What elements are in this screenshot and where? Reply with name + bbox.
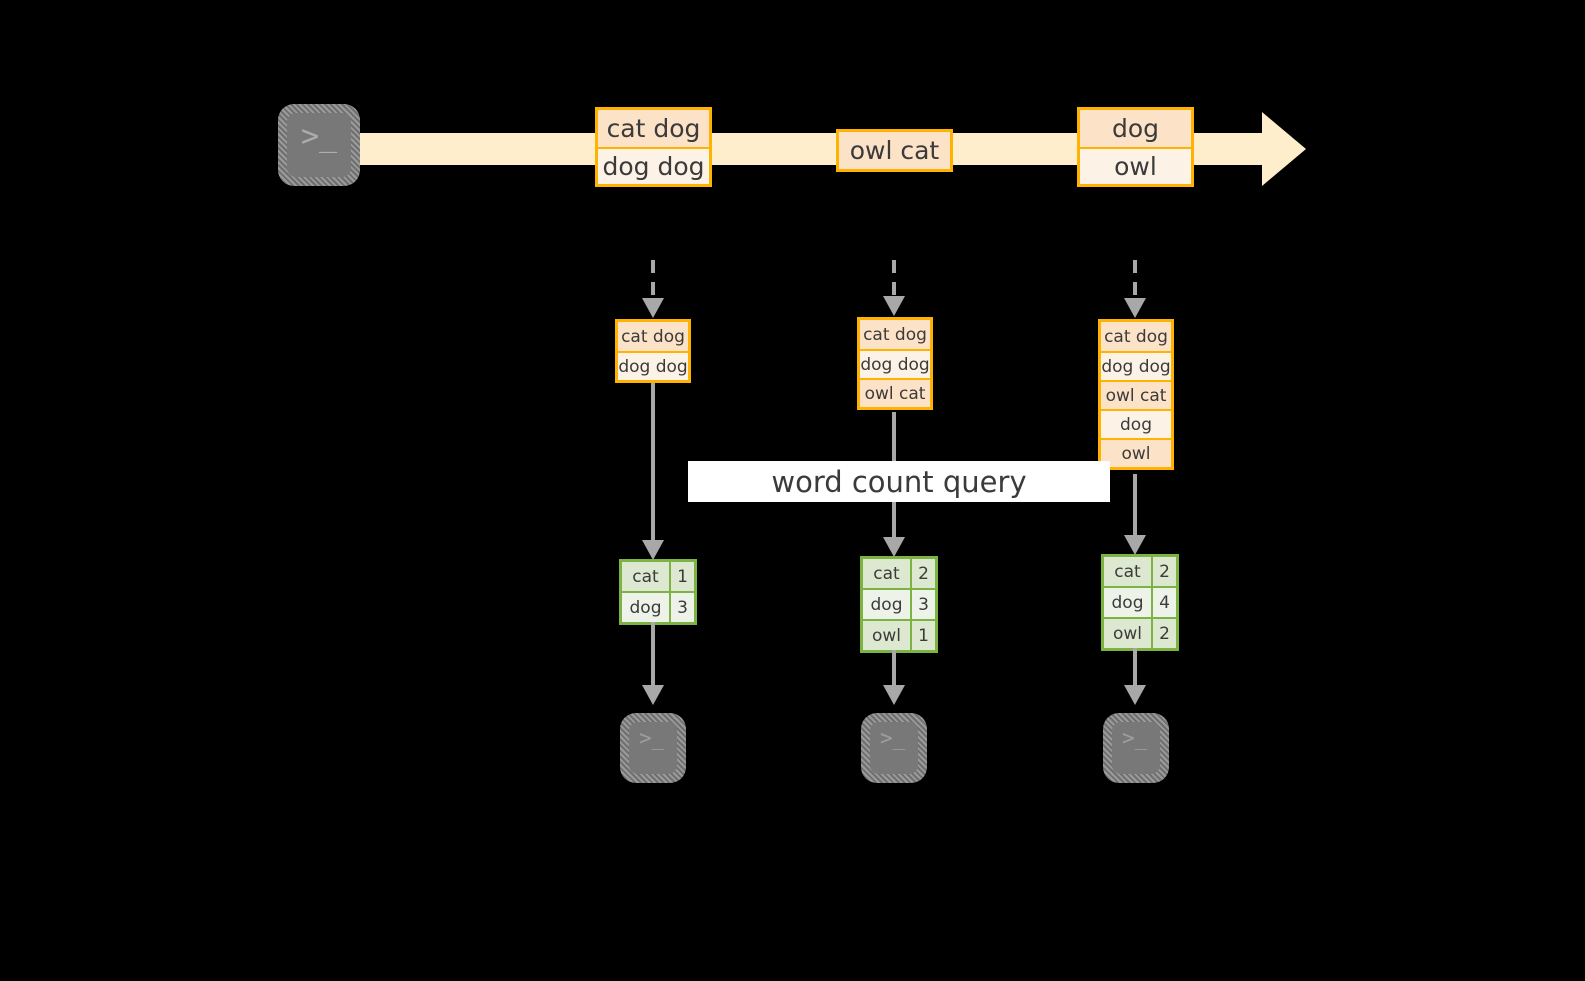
query-banner: word count query (688, 461, 1110, 502)
count-cell: 2 (910, 559, 935, 588)
word-cell: cat (863, 559, 910, 588)
terminal-screen: >_ (629, 722, 677, 774)
stream-record: cat dog dog dog (595, 107, 712, 187)
query-banner-label: word count query (771, 464, 1027, 499)
terminal-prompt-glyph: >_ (1122, 726, 1148, 750)
record-line: owl cat (860, 378, 930, 407)
terminal-screen: >_ (287, 113, 351, 177)
event-stream-arrowhead (1262, 112, 1306, 186)
word-cell: dog (863, 590, 910, 619)
record-line: owl cat (839, 132, 950, 169)
process-connector-arrowhead (883, 537, 905, 557)
dashed-down-arrow (651, 260, 655, 300)
word-count-result-table: cat 2 dog 3 owl 1 (860, 556, 938, 653)
accumulated-records: cat dog dog dog (615, 319, 691, 383)
dashed-down-arrowhead (642, 298, 664, 318)
table-row: owl 1 (863, 619, 935, 650)
accumulated-records: cat dog dog dog owl cat (857, 317, 933, 410)
record-line: dog dog (1101, 351, 1171, 380)
sink-terminal-icon: >_ (1103, 713, 1169, 783)
record-line: dog (1101, 409, 1171, 438)
word-cell: dog (622, 593, 669, 622)
table-row: dog 4 (1104, 586, 1176, 617)
dashed-down-arrow (1133, 260, 1137, 300)
record-line: dog dog (598, 147, 709, 184)
word-cell: cat (1104, 557, 1151, 586)
count-cell: 2 (1151, 619, 1176, 648)
terminal-prompt-glyph: >_ (301, 119, 338, 154)
record-line: owl (1080, 147, 1191, 184)
process-connector-line (651, 383, 655, 543)
table-row: cat 2 (1104, 557, 1176, 586)
record-line: dog dog (860, 349, 930, 378)
table-row: dog 3 (863, 588, 935, 619)
sink-connector-arrowhead (883, 685, 905, 705)
sink-connector-arrowhead (1124, 685, 1146, 705)
stream-record: dog owl (1077, 107, 1194, 187)
count-cell: 2 (1151, 557, 1176, 586)
count-cell: 1 (669, 562, 694, 591)
record-line: owl (1101, 438, 1171, 467)
count-cell: 3 (669, 593, 694, 622)
word-cell: dog (1104, 588, 1151, 617)
table-row: cat 1 (622, 562, 694, 591)
word-cell: owl (1104, 619, 1151, 648)
record-line: dog (1080, 110, 1191, 147)
record-line: cat dog (618, 322, 688, 351)
record-line: cat dog (598, 110, 709, 147)
record-line: owl cat (1101, 380, 1171, 409)
word-count-result-table: cat 1 dog 3 (619, 559, 697, 625)
count-cell: 1 (910, 621, 935, 650)
source-terminal-icon: >_ (278, 104, 360, 186)
word-count-result-table: cat 2 dog 4 owl 2 (1101, 554, 1179, 651)
dashed-down-arrowhead (1124, 298, 1146, 318)
count-cell: 3 (910, 590, 935, 619)
record-line: dog dog (618, 351, 688, 380)
process-connector-line (1133, 474, 1137, 538)
stream-record: owl cat (836, 129, 953, 172)
sink-connector-line (892, 650, 896, 688)
terminal-screen: >_ (1112, 722, 1160, 774)
sink-connector-line (651, 622, 655, 687)
dashed-down-arrowhead (883, 296, 905, 316)
sink-terminal-icon: >_ (861, 713, 927, 783)
terminal-prompt-glyph: >_ (639, 726, 665, 750)
record-line: cat dog (860, 320, 930, 349)
table-row: dog 3 (622, 591, 694, 622)
accumulated-records: cat dog dog dog owl cat dog owl (1098, 319, 1174, 470)
word-cell: owl (863, 621, 910, 650)
dashed-down-arrow (892, 260, 896, 298)
process-connector-arrowhead (1124, 535, 1146, 555)
sink-terminal-icon: >_ (620, 713, 686, 783)
sink-connector-arrowhead (642, 685, 664, 705)
process-connector-arrowhead (642, 540, 664, 560)
sink-connector-line (1133, 648, 1137, 688)
word-cell: cat (622, 562, 669, 591)
table-row: owl 2 (1104, 617, 1176, 648)
terminal-prompt-glyph: >_ (880, 726, 906, 750)
terminal-screen: >_ (870, 722, 918, 774)
record-line: cat dog (1101, 322, 1171, 351)
table-row: cat 2 (863, 559, 935, 588)
count-cell: 4 (1151, 588, 1176, 617)
